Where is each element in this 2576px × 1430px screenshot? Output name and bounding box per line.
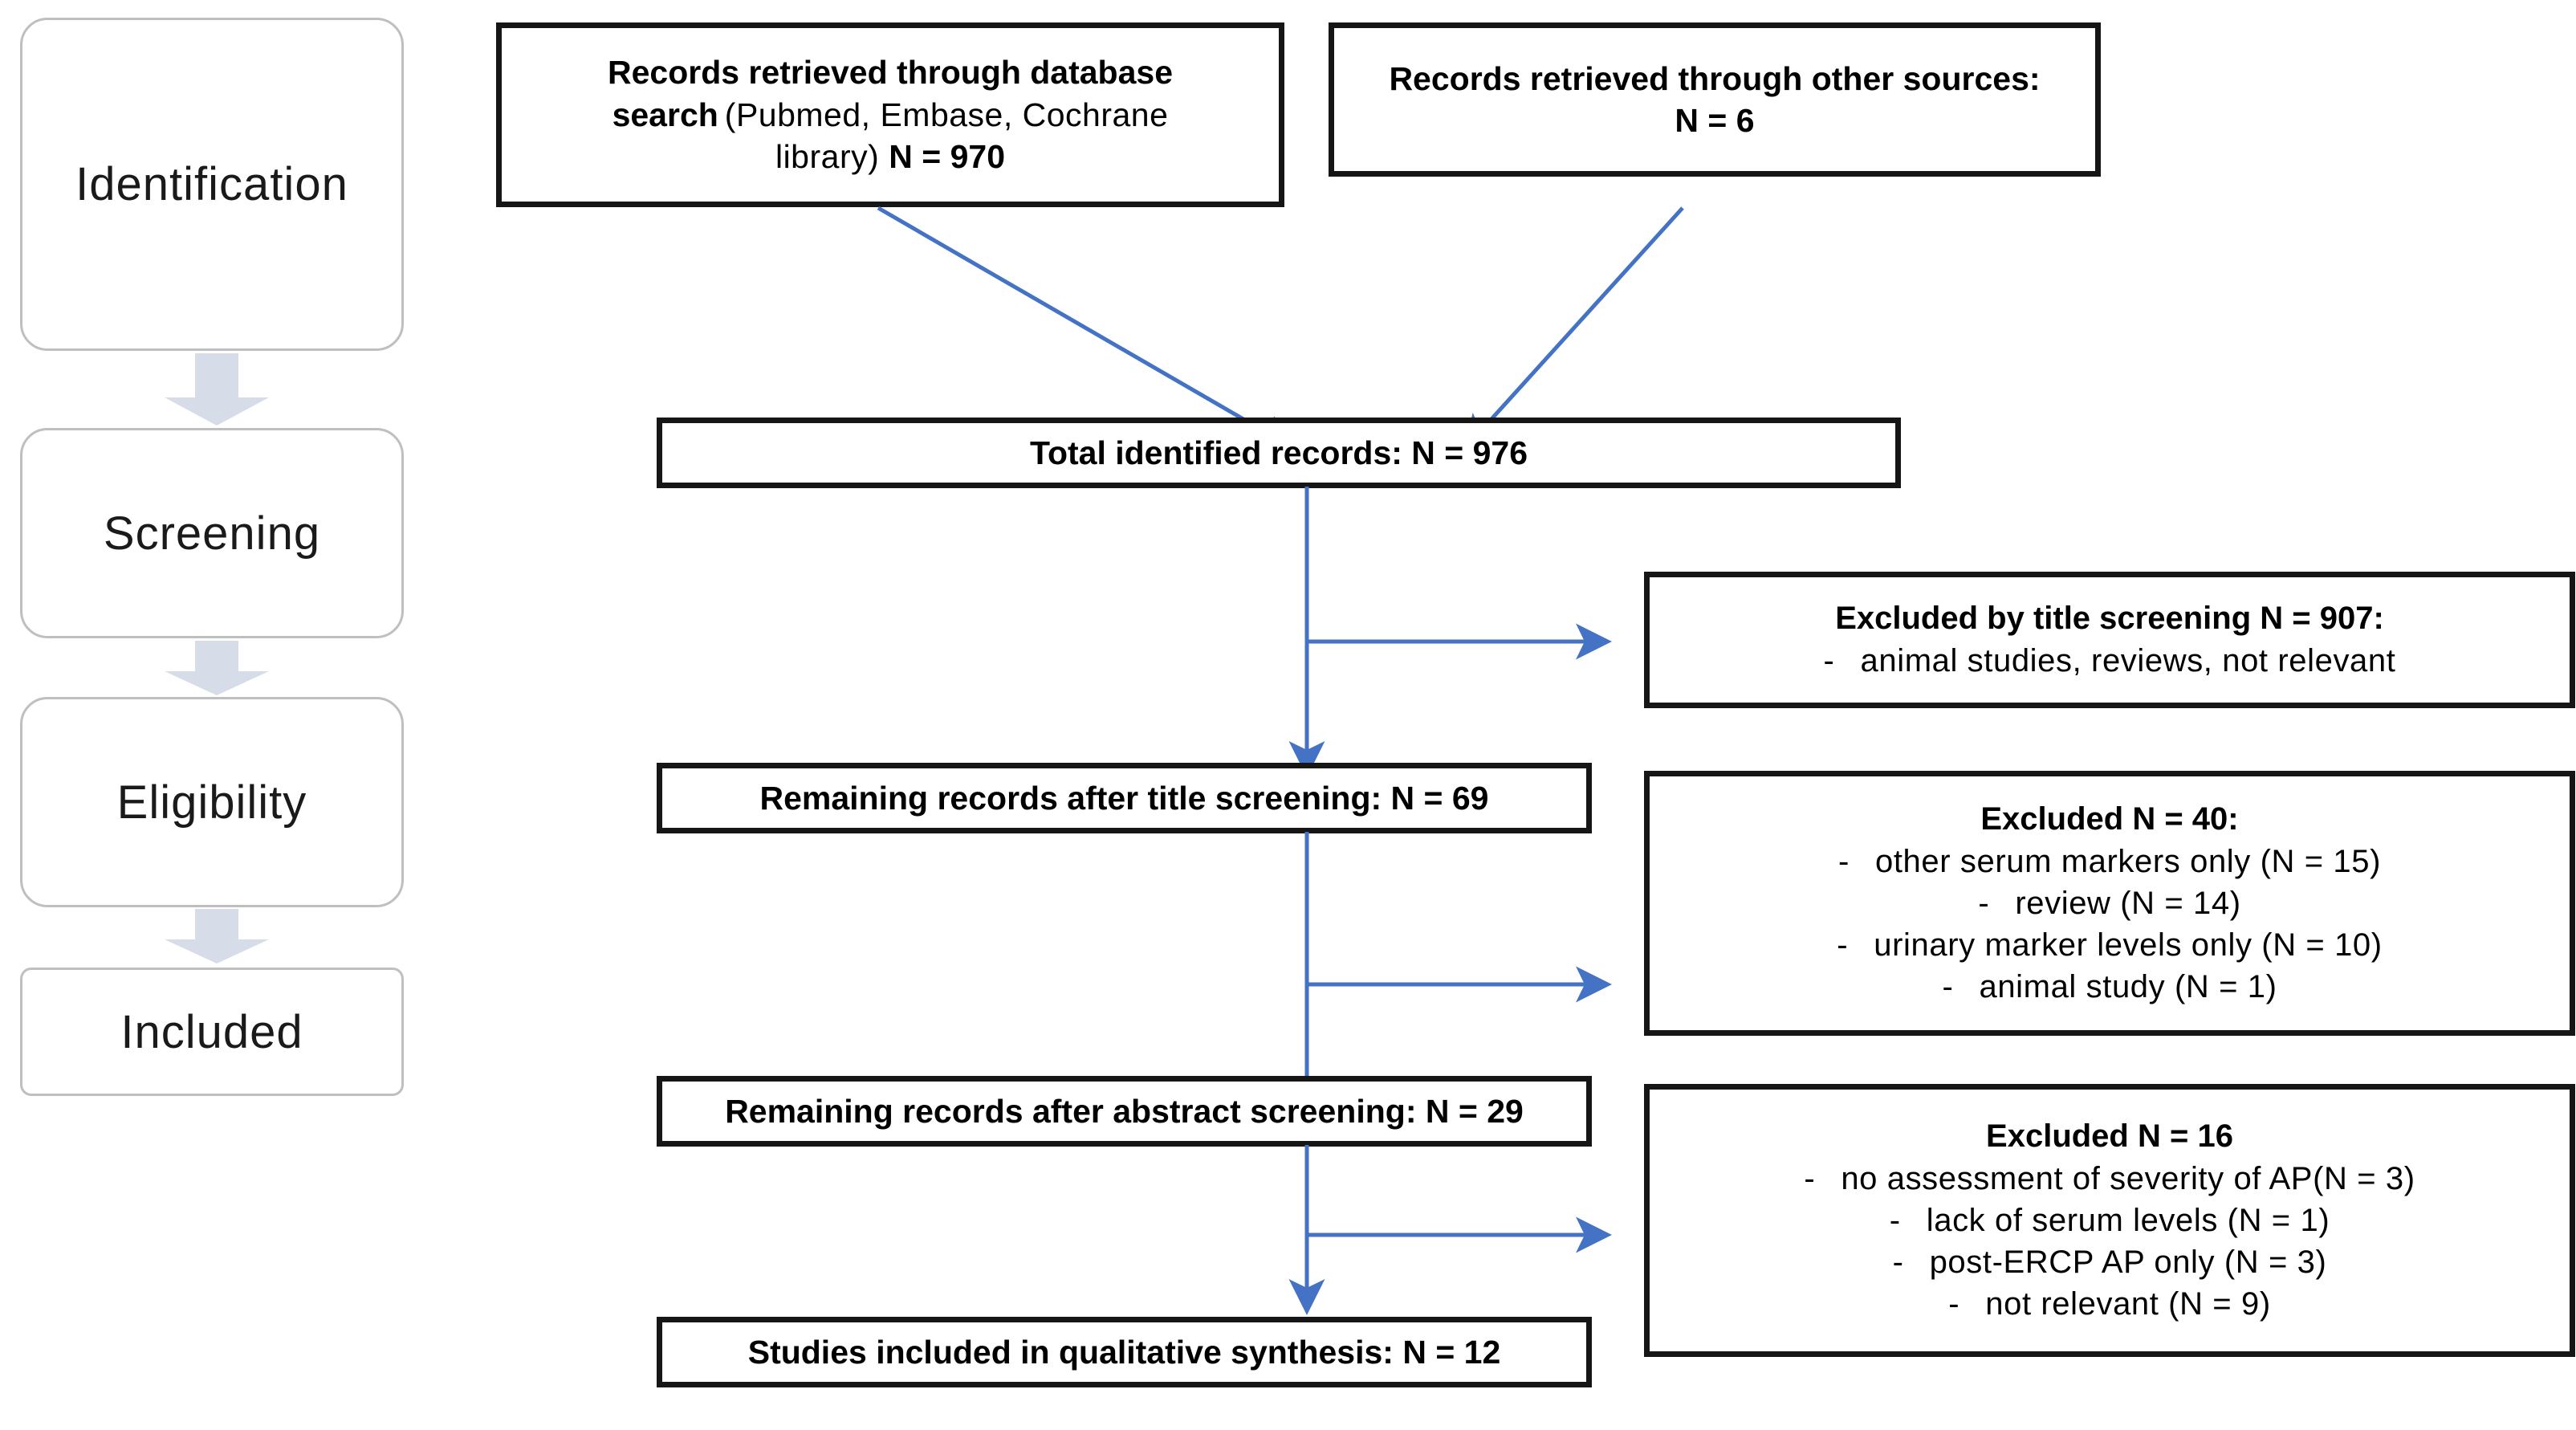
excluded-fulltext-item-0: -no assessment of severity of AP(N = 3) <box>1659 1158 2560 1200</box>
excluded-abstract-item-1: -review (N = 14) <box>1659 882 2560 924</box>
bullet-dash-icon: - <box>1837 927 1849 963</box>
stage-screening: Screening <box>20 428 404 638</box>
bullet-dash-icon: - <box>1978 885 1990 921</box>
excluded-abstract-item-2: -urinary marker levels only (N = 10) <box>1659 924 2560 966</box>
stage-eligibility-label: Eligibility <box>116 776 307 829</box>
database-search-bold-search: search <box>612 96 718 133</box>
excluded-fulltext-item-3: -not relevant (N = 9) <box>1659 1283 2560 1325</box>
database-search-line-2: search(Pubmed, Embase, Cochrane <box>511 94 1269 136</box>
stage-arrow-down-2 <box>157 641 277 695</box>
excluded-fulltext-item-1: -lack of serum levels (N = 1) <box>1659 1200 2560 1241</box>
database-search-count: N = 970 <box>889 138 1006 176</box>
excluded-title-heading: Excluded by title screening N = 907: <box>1835 601 2384 637</box>
database-search-line-3: library)N = 970 <box>511 136 1269 177</box>
remaining-abstract-line-1: Remaining records after abstract screeni… <box>725 1092 1524 1130</box>
connector-arrows-to-total <box>875 205 1686 454</box>
bullet-dash-icon: - <box>1892 1244 1904 1280</box>
other-sources-line-2: N = 6 <box>1675 102 1755 139</box>
stage-screening-label: Screening <box>103 507 321 560</box>
stage-identification: Identification <box>20 18 404 351</box>
bullet-dash-icon: - <box>1889 1202 1901 1238</box>
stage-included-label: Included <box>120 1005 303 1058</box>
bullet-dash-icon: - <box>1942 968 1954 1004</box>
excluded-abstract-item-0: -other serum markers only (N = 15) <box>1659 841 2560 882</box>
included-studies-line-1: Studies included in qualitative synthesi… <box>747 1333 1501 1371</box>
remaining-title-line-1: Remaining records after title screening:… <box>759 779 1489 817</box>
stage-identification-label: Identification <box>75 158 348 210</box>
box-remaining-title: Remaining records after title screening:… <box>657 763 1592 833</box>
excluded-fulltext-item-2: -post-ERCP AP only (N = 3) <box>1659 1241 2560 1283</box>
stage-eligibility: Eligibility <box>20 697 404 907</box>
other-sources-line-1: Records retrieved through other sources: <box>1389 59 2041 97</box>
database-search-sources: (Pubmed, Embase, Cochrane <box>724 96 1169 133</box>
excluded-abstract-heading: Excluded N = 40: <box>1980 801 2239 837</box>
bullet-dash-icon: - <box>1823 642 1835 678</box>
box-excluded-fulltext: Excluded N = 16 -no assessment of severi… <box>1644 1084 2575 1357</box>
bullet-dash-icon: - <box>1804 1160 1816 1196</box>
total-identified-line-1: Total identified records: N = 976 <box>1029 434 1528 471</box>
excluded-title-item-0: -animal studies, reviews, not relevant <box>1659 640 2560 682</box>
connector-title-to-abstract <box>1284 832 2464 1116</box>
box-remaining-abstract: Remaining records after abstract screeni… <box>657 1076 1592 1147</box>
database-search-line-1: Records retrieved through database <box>607 54 1174 92</box>
stage-arrow-down-3 <box>157 909 277 964</box>
stage-arrow-down-1 <box>157 353 277 426</box>
excluded-abstract-item-3: -animal study (N = 1) <box>1659 966 2560 1008</box>
box-included-studies: Studies included in qualitative synthesi… <box>657 1317 1592 1387</box>
box-excluded-title: Excluded by title screening N = 907: -an… <box>1644 572 2575 708</box>
connector-total-to-remaining-title <box>1284 487 2464 777</box>
box-database-search: Records retrieved through database searc… <box>496 22 1284 207</box>
bullet-dash-icon: - <box>1838 843 1850 879</box>
stage-included: Included <box>20 968 404 1096</box>
box-excluded-abstract: Excluded N = 40: -other serum markers on… <box>1644 771 2575 1036</box>
box-total-identified: Total identified records: N = 976 <box>657 418 1901 488</box>
excluded-fulltext-heading: Excluded N = 16 <box>1986 1118 2233 1155</box>
connector-abstract-to-included <box>1284 1145 2464 1315</box>
box-other-sources: Records retrieved through other sources:… <box>1329 22 2101 177</box>
bullet-dash-icon: - <box>1948 1285 1960 1322</box>
database-search-library: library) <box>775 138 880 176</box>
